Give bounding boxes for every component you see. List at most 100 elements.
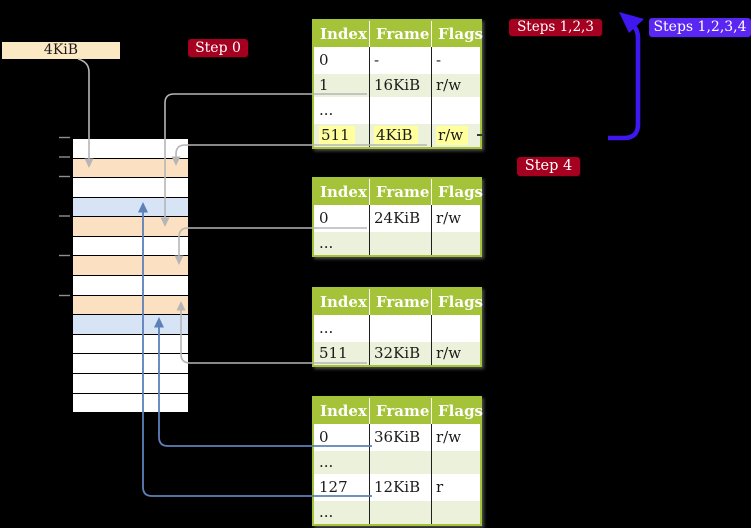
memory-frame-row-peach (73, 216, 188, 236)
column-separator (431, 315, 432, 365)
table-header-cell: Index (320, 183, 367, 201)
table-cell: ... (319, 319, 334, 337)
table-header-cell: Index (320, 402, 367, 420)
table-cell: 511 (314, 124, 369, 147)
memory-frame-row-blue (73, 314, 188, 334)
table-cell: 24KiB (374, 209, 421, 227)
column-separator (369, 424, 370, 524)
table-body: ... 511 32KiB r/w (314, 315, 480, 365)
table-header-cell: Frame (369, 179, 431, 205)
column-separator (431, 47, 432, 147)
column-separator (369, 315, 370, 365)
highlighted-value: r/w (436, 126, 469, 145)
table-body: 0 - - 1 16KiB r/w... 511 4KiB r/w (314, 47, 480, 147)
table-cell: - (374, 51, 380, 69)
table-cell (369, 451, 431, 474)
table-cell (431, 317, 480, 340)
table-cell: ... (319, 101, 334, 119)
table-row: 0 24KiB r/w (314, 205, 480, 230)
highlighted-value: 511 (319, 126, 355, 145)
table-row: 0 - - (314, 47, 480, 72)
memory-frame-row-peach (73, 294, 188, 315)
table-cell (369, 232, 431, 255)
memory-frame-row-white (73, 333, 188, 354)
table-cell: 32KiB (374, 344, 421, 362)
step0-badge: Step 0 (188, 39, 248, 57)
table-cell (431, 501, 480, 524)
big-loop-arrow (608, 12, 644, 141)
steps1234-badge: Steps 1,2,3,4 (649, 18, 751, 37)
column-separator (431, 205, 432, 255)
table-row: ... (314, 97, 480, 122)
table-row: 1 16KiB r/w (314, 72, 480, 97)
table-row: 511 32KiB r/w (314, 340, 480, 365)
memory-frame-row-peach (73, 255, 188, 276)
table-body: 0 24KiB r/w... (314, 205, 480, 255)
table-cell (369, 317, 431, 340)
memory-frame-row-white (73, 177, 188, 197)
table-row: ... (314, 230, 480, 255)
table-cell: ... (319, 453, 334, 471)
table-cell: 511 (319, 344, 348, 362)
table-cell: 16KiB (374, 76, 421, 94)
table-row: ... (314, 499, 480, 524)
memory-frame-row-blue (73, 196, 188, 217)
table-cell (431, 99, 480, 122)
memory-frame-row-white (73, 139, 188, 158)
table-header-cell: Index (320, 293, 367, 311)
table-cell: - (436, 51, 442, 69)
table-cell: 0 (319, 51, 329, 69)
table-cell: 4KiB (369, 124, 431, 147)
memory-frame-row-white (73, 275, 188, 295)
table-cell: r/w (436, 209, 462, 227)
column-separator (431, 424, 432, 524)
memory-frame-row-white (73, 353, 188, 373)
table-cell (431, 232, 480, 255)
table-header-cell: Index (320, 25, 367, 43)
table-cell: 0 (319, 209, 329, 227)
memory-frame-row-white (73, 235, 188, 256)
table-header-cell: Frame (369, 398, 431, 424)
table-cell: 127 (319, 478, 348, 496)
table-header-cell: Frame (369, 289, 431, 315)
table-cell (431, 451, 480, 474)
table-header-cell: Flags (431, 289, 483, 315)
table-header-cell: Flags (431, 21, 483, 47)
memory-frame-row-peach (73, 157, 188, 178)
highlighted-value: 4KiB (374, 126, 418, 145)
table-row: 511 4KiB r/w (314, 122, 480, 147)
table-cell: 0 (319, 428, 329, 446)
table-row: ... (314, 315, 480, 340)
frame-address-label: 4KiB (2, 42, 120, 59)
table-header-cell: Flags (431, 398, 483, 424)
memory-frame-row-white (73, 392, 188, 413)
table-cell: r/w (436, 344, 462, 362)
table-cell: r/w (431, 124, 480, 147)
table-cell: 36KiB (374, 428, 421, 446)
table-row: ... (314, 449, 480, 474)
table-cell: 1 (319, 76, 329, 94)
table-cell: ... (319, 234, 334, 252)
table-header-cell: Frame (369, 21, 431, 47)
table-cell: ... (319, 503, 334, 521)
table-cell: r/w (436, 76, 462, 94)
memory-frame-row-white (73, 372, 188, 393)
table-header-cell: Flags (431, 179, 483, 205)
table-cell (369, 99, 431, 122)
table-cell: r (436, 478, 444, 496)
column-separator (369, 47, 370, 147)
steps123-badge: Steps 1,2,3 (509, 19, 602, 36)
table-cell (369, 501, 431, 524)
